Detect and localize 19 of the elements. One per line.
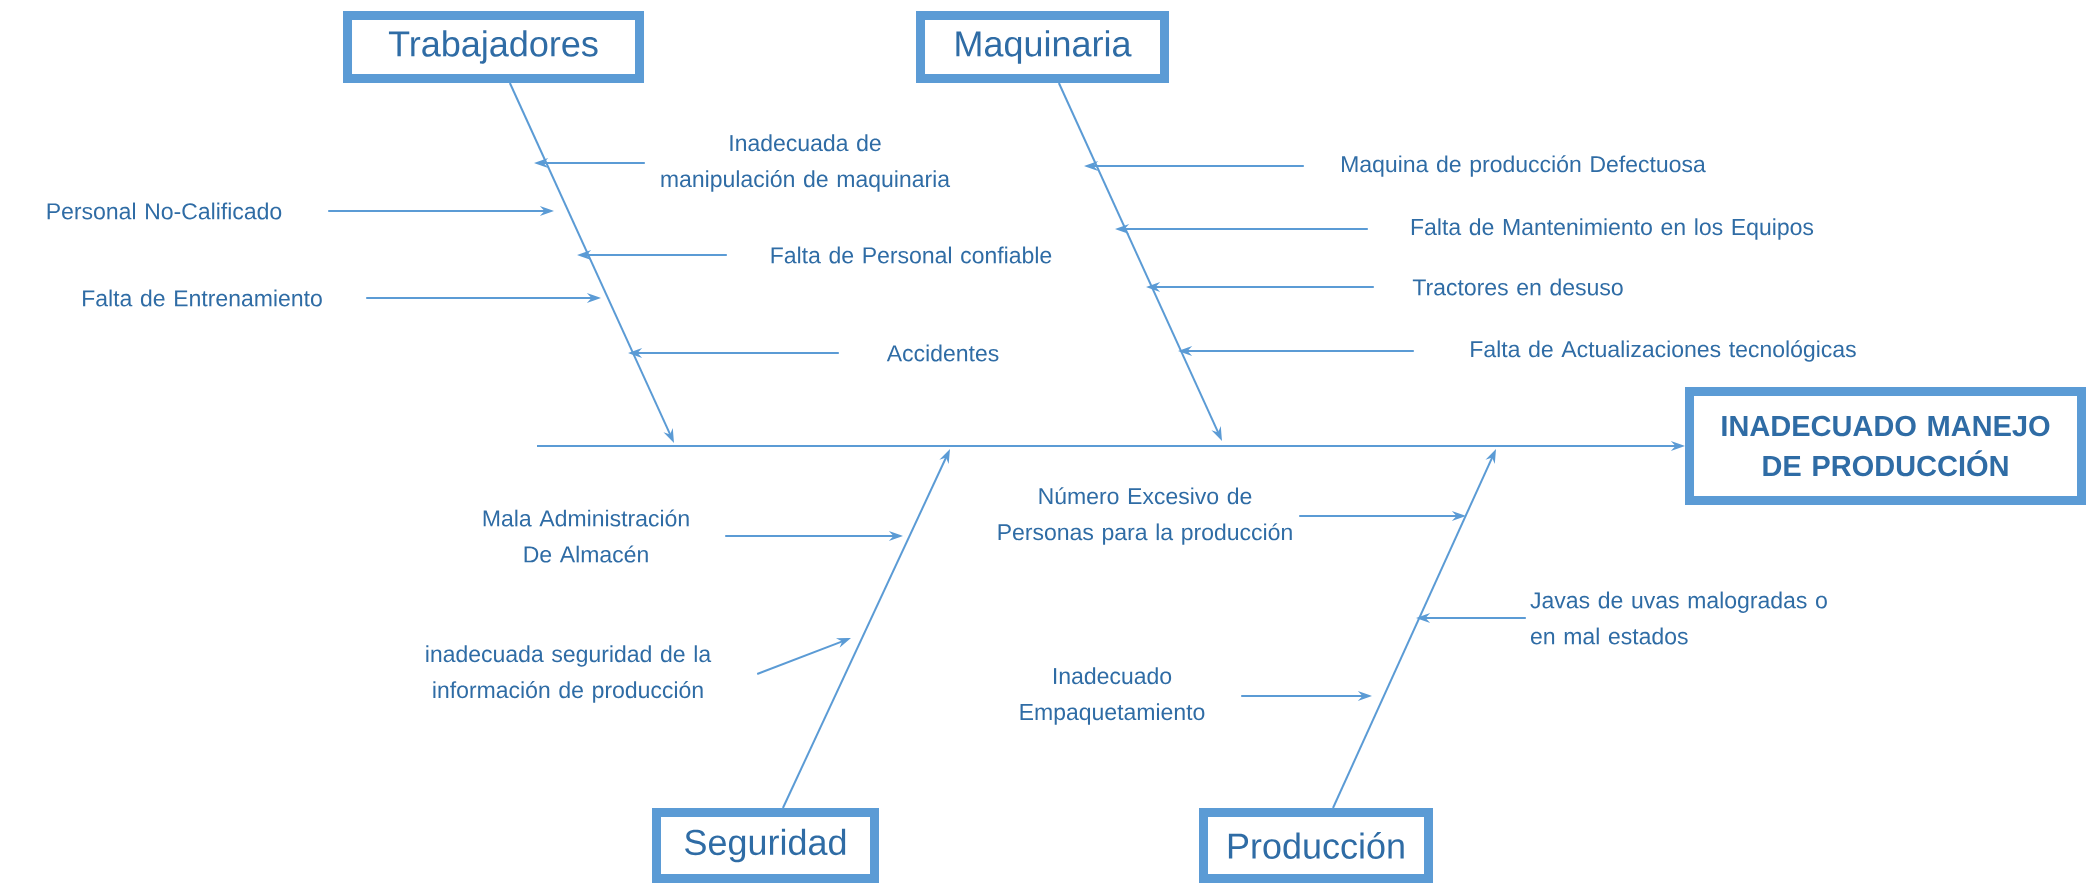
cause-label: Falta de Personal confiable (771, 246, 1052, 264)
cause-label: Inadecuada de manipulación de maquinaria (661, 134, 951, 192)
cause-label: Tractores en desuso (1412, 278, 1623, 296)
cause-label: Accidentes (886, 344, 999, 362)
category-box: Trabajadores (343, 11, 644, 83)
cause-label: Falta de Mantenimiento en los Equipos (1411, 218, 1814, 240)
cause-label: Inadecuado Empaquetamiento (1020, 667, 1205, 725)
cause-label: inadecuada seguridad de la información de producción (426, 645, 712, 703)
cause-label: Falta de Entrenamiento (83, 289, 322, 307)
cause-label: Número Excesivo de Personas para la producción (998, 487, 1292, 545)
category-box: Maquinaria (916, 11, 1169, 83)
effect-box: INADECUADO MANEJO DE PRODUCCIÓN (1685, 387, 2086, 505)
cause-label: Personal No-Calificado (47, 202, 282, 220)
cause-label: Javas de uvas malogradas o en mal estados (1530, 591, 1827, 645)
cause-label: Mala Administración De Almacén (483, 509, 689, 563)
category-box: Producción (1199, 808, 1433, 883)
category-box: Seguridad (652, 808, 879, 883)
cause-label: Falta de Actualizaciones tecnológicas (1471, 340, 1856, 362)
cause-label: Maquina de producción Defectuosa (1342, 155, 1706, 177)
